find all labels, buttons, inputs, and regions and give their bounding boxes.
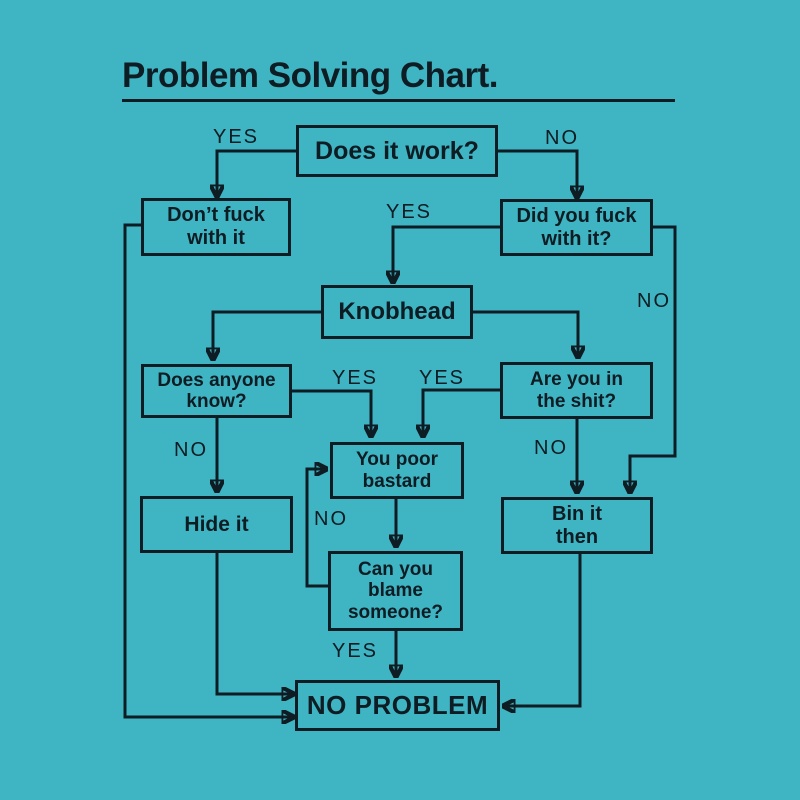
node-dont-fuck-with-it: Don’t fuck with it: [141, 198, 291, 256]
edge-label-yes-doesanyone: YES: [332, 367, 379, 389]
connector-areyou-yes: [423, 388, 500, 436]
node-no-problem: NO PROBLEM: [295, 680, 500, 731]
node-knobhead: Knobhead: [321, 285, 473, 339]
page-title: Problem Solving Chart.: [122, 56, 499, 95]
edge-label-no-doesanyone: NO: [174, 439, 208, 461]
connector-doesanyone-yes: [292, 389, 371, 436]
node-does-anyone-know: Does anyone know?: [141, 364, 292, 418]
connector-dontfuck-noproblem: [123, 223, 293, 717]
node-bin-it-then: Bin it then: [501, 497, 653, 554]
node-are-you-in-the-shit: Are you in the shit?: [500, 362, 653, 419]
connector-didyoufuck-yes: [393, 225, 500, 282]
edge-label-no-didyoufuck: NO: [637, 290, 671, 312]
edge-label-no-blame: NO: [314, 508, 348, 530]
edge-label-no-areyou: NO: [534, 437, 568, 459]
node-did-you-fuck-with-it: Did you fuck with it?: [500, 199, 653, 256]
connector-knobhead-right: [473, 310, 578, 357]
node-does-it-work: Does it work?: [296, 125, 498, 177]
connector-binit-noproblem: [504, 554, 582, 706]
edge-label-yes-areyou: YES: [419, 367, 466, 389]
connector-knobhead-left: [213, 310, 321, 359]
title-underline: [122, 99, 675, 102]
edge-label-yes-blame: YES: [332, 640, 379, 662]
connector-blame-no-loop: [305, 469, 328, 588]
node-can-you-blame-someone: Can you blame someone?: [328, 551, 463, 631]
connector-doeswork-yes: [217, 149, 296, 196]
node-you-poor-bastard: You poor bastard: [330, 442, 464, 499]
connector-hideit-noproblem: [215, 553, 293, 694]
connector-didyoufuck-no: [630, 225, 677, 492]
edge-label-yes-doeswork: YES: [213, 126, 260, 148]
connector-doeswork-no: [498, 149, 577, 197]
node-hide-it: Hide it: [140, 496, 293, 553]
edge-label-no-doeswork: NO: [545, 127, 579, 149]
edge-label-yes-didyoufuck: YES: [386, 201, 433, 223]
